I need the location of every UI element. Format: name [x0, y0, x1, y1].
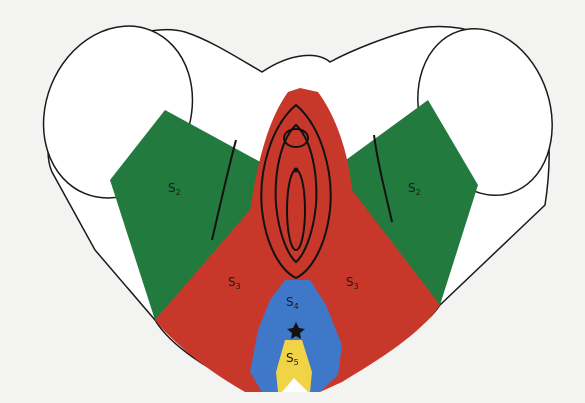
dermatome-svg: S2 S2 S3 S3 S4 S5 [0, 0, 585, 403]
dermatome-diagram: S2 S2 S3 S3 S4 S5 [0, 0, 585, 403]
